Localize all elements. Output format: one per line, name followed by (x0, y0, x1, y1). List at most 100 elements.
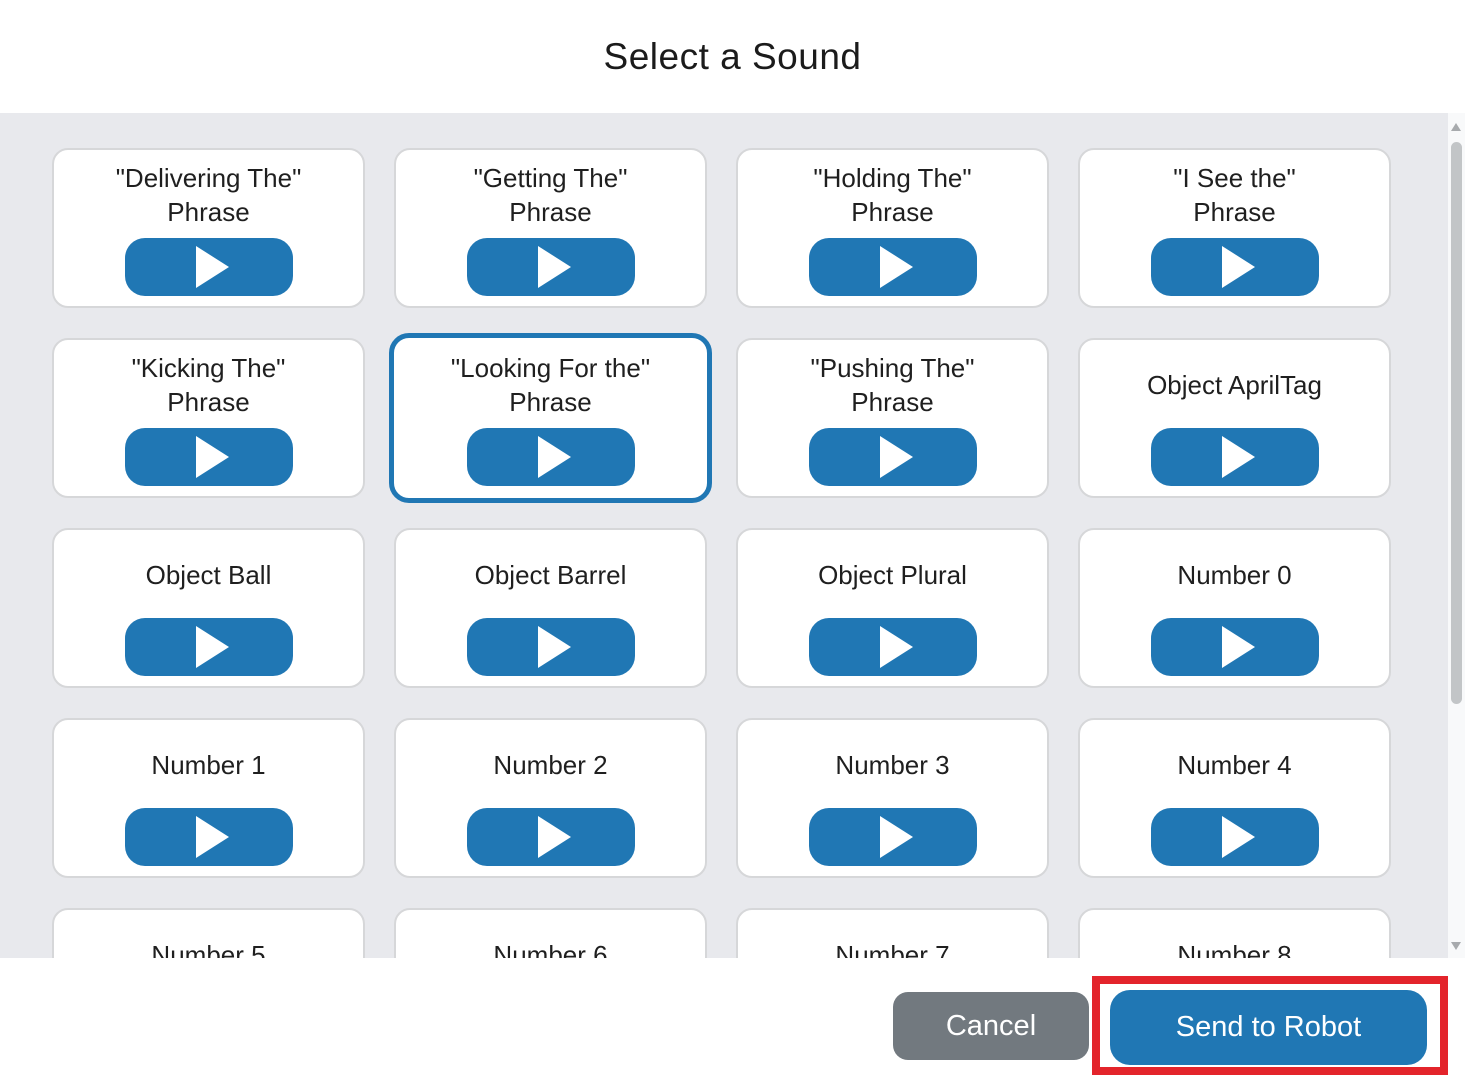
dialog-header: Select a Sound (0, 0, 1465, 113)
scrollbar[interactable] (1448, 113, 1465, 958)
sound-card-kicking-the-phrase[interactable]: "Kicking The" Phrase (52, 338, 365, 498)
play-icon (538, 245, 571, 288)
sound-card-i-see-the-phrase[interactable]: "I See the" Phrase (1078, 148, 1391, 308)
sound-card-number-0[interactable]: Number 0 (1078, 528, 1391, 688)
sound-card-label: Number 6 (493, 921, 607, 959)
sound-grid: "Delivering The" Phrase "Getting The" Ph… (52, 148, 1391, 958)
sound-label-line1: "Holding The" (813, 162, 972, 193)
play-icon (1222, 815, 1255, 858)
play-button[interactable] (124, 237, 293, 296)
play-button[interactable] (466, 427, 635, 486)
sound-label-line2: Phrase (851, 386, 934, 417)
sound-card-object-ball[interactable]: Object Ball (52, 528, 365, 688)
scroll-thumb[interactable] (1451, 142, 1462, 704)
sound-card-label: "I See the" Phrase (1173, 161, 1296, 229)
sound-card-label: Object AprilTag (1147, 351, 1322, 419)
sound-card-number-7[interactable]: Number 7 (736, 908, 1049, 958)
play-icon (196, 625, 229, 668)
play-button[interactable] (124, 617, 293, 676)
sound-card-label: Object Barrel (475, 541, 627, 609)
sound-card-label: "Kicking The" Phrase (132, 351, 286, 419)
sound-label-line2: Phrase (509, 386, 592, 417)
sound-card-delivering-the-phrase[interactable]: "Delivering The" Phrase (52, 148, 365, 308)
sound-card-number-4[interactable]: Number 4 (1078, 718, 1391, 878)
sound-label-line2: Phrase (167, 386, 250, 417)
sound-card-number-5[interactable]: Number 5 (52, 908, 365, 958)
sound-grid-scroll-area: "Delivering The" Phrase "Getting The" Ph… (0, 113, 1448, 958)
sound-label-line1: Object Ball (145, 559, 272, 590)
play-icon (880, 815, 913, 858)
sound-card-holding-the-phrase[interactable]: "Holding The" Phrase (736, 148, 1049, 308)
play-button[interactable] (466, 807, 635, 866)
sound-label-line1: Number 3 (835, 749, 950, 780)
sound-label-line1: "Getting The" (473, 162, 628, 193)
sound-card-pushing-the-phrase[interactable]: "Pushing The" Phrase (736, 338, 1049, 498)
sound-card-label: Number 0 (1177, 541, 1291, 609)
play-button[interactable] (808, 617, 977, 676)
sound-card-label: "Delivering The" Phrase (116, 161, 302, 229)
play-button[interactable] (466, 237, 635, 296)
sound-label-line1: Object AprilTag (1147, 369, 1322, 400)
sound-card-number-8[interactable]: Number 8 (1078, 908, 1391, 958)
sound-card-number-3[interactable]: Number 3 (736, 718, 1049, 878)
play-icon (1222, 625, 1255, 668)
sound-card-label: Number 5 (151, 921, 265, 959)
play-button[interactable] (1150, 427, 1319, 486)
play-button[interactable] (808, 237, 977, 296)
scroll-up-icon[interactable] (1451, 123, 1461, 131)
sound-label-line1: "I See the" (1173, 162, 1296, 193)
sound-label-line1: Number 0 (1177, 559, 1292, 590)
play-button[interactable] (124, 427, 293, 486)
sound-label-line1: Number 2 (493, 749, 608, 780)
sound-label-line2: Phrase (1193, 196, 1276, 227)
sound-card-object-apriltag[interactable]: Object AprilTag (1078, 338, 1391, 498)
play-button[interactable] (1150, 237, 1319, 296)
scroll-down-icon[interactable] (1451, 942, 1461, 950)
sound-label-line1: "Kicking The" (131, 352, 286, 383)
sound-card-label: Number 4 (1177, 731, 1291, 799)
sound-card-label: Number 1 (151, 731, 265, 799)
send-to-robot-button[interactable]: Send to Robot (1110, 990, 1427, 1065)
play-button[interactable] (466, 617, 635, 676)
sound-card-label: "Pushing The" Phrase (811, 351, 975, 419)
play-icon (538, 815, 571, 858)
play-icon (196, 245, 229, 288)
sound-label-line2: Phrase (167, 196, 250, 227)
sound-card-label: Object Plural (818, 541, 967, 609)
sound-card-label: Object Ball (146, 541, 272, 609)
sound-card-object-barrel[interactable]: Object Barrel (394, 528, 707, 688)
sound-card-label: "Holding The" Phrase (813, 161, 971, 229)
dialog-title: Select a Sound (603, 35, 862, 77)
sound-card-label: "Looking For the" Phrase (451, 351, 650, 419)
sound-label-line2: Phrase (851, 196, 934, 227)
sound-label-line1: Object Barrel (474, 559, 627, 590)
sound-card-object-plural[interactable]: Object Plural (736, 528, 1049, 688)
play-button[interactable] (124, 807, 293, 866)
play-icon (1222, 245, 1255, 288)
play-button[interactable] (1150, 807, 1319, 866)
sound-card-label: Number 2 (493, 731, 607, 799)
play-button[interactable] (808, 427, 977, 486)
sound-label-line1: Number 7 (835, 939, 950, 959)
sound-card-label: "Getting The" Phrase (474, 161, 628, 229)
sound-card-number-6[interactable]: Number 6 (394, 908, 707, 958)
sound-card-label: Number 3 (835, 731, 949, 799)
sound-label-line1: Number 1 (151, 749, 266, 780)
play-button[interactable] (808, 807, 977, 866)
sound-label-line1: Number 6 (493, 939, 608, 959)
sound-label-line1: Object Plural (818, 559, 967, 590)
sound-label-line1: Number 8 (1177, 939, 1292, 959)
play-icon (880, 625, 913, 668)
play-icon (538, 625, 571, 668)
sound-card-getting-the-phrase[interactable]: "Getting The" Phrase (394, 148, 707, 308)
sound-card-number-1[interactable]: Number 1 (52, 718, 365, 878)
cancel-button[interactable]: Cancel (893, 992, 1089, 1060)
sound-label-line1: Number 4 (1177, 749, 1292, 780)
sound-card-number-2[interactable]: Number 2 (394, 718, 707, 878)
play-button[interactable] (1150, 617, 1319, 676)
sound-label-line2: Phrase (509, 196, 592, 227)
sound-card-looking-for-the-phrase-selected[interactable]: "Looking For the" Phrase (389, 333, 712, 503)
sound-label-line1: "Delivering The" (115, 162, 302, 193)
play-icon (196, 815, 229, 858)
play-icon (880, 435, 913, 478)
